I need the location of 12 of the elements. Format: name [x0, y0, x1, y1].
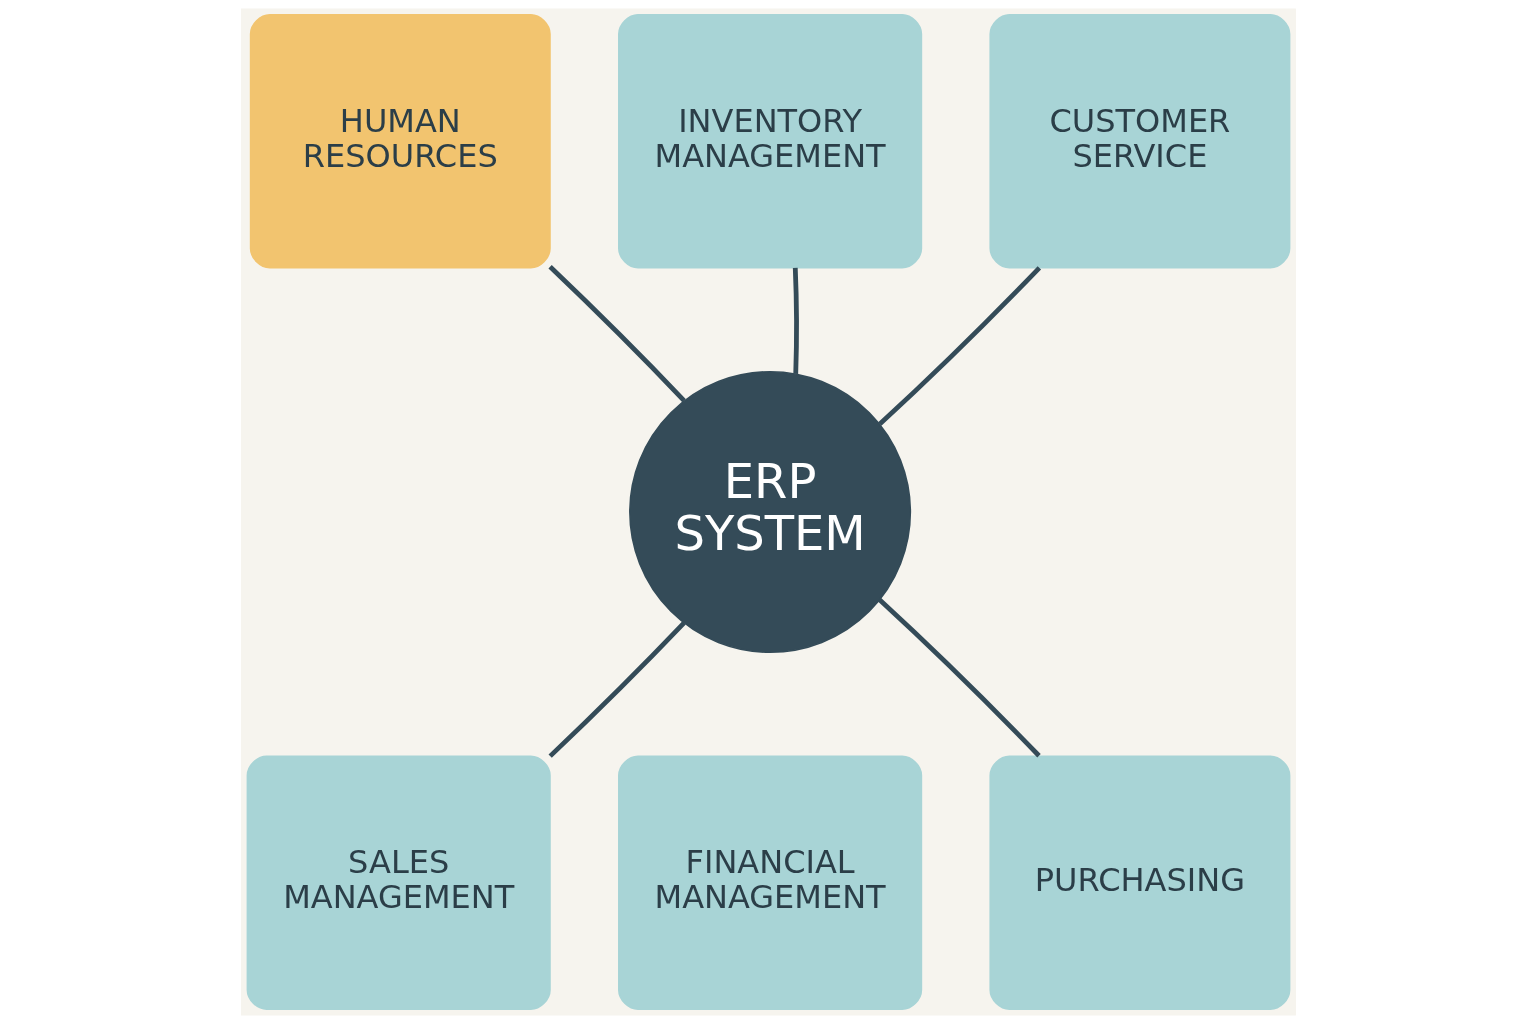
node-box: SALES MANAGEMENT [246, 755, 551, 1010]
connector [792, 267, 799, 374]
connector [877, 266, 1041, 426]
node-circle: ERP SYSTEM [628, 370, 911, 654]
connector [547, 265, 686, 403]
node-box: PURCHASING [988, 755, 1290, 1010]
connector [548, 621, 686, 758]
node-box: FINANCIAL MANAGEMENT [617, 755, 922, 1010]
node-box: HUMAN RESOURCES [249, 14, 551, 269]
node-box: INVENTORY MANAGEMENT [617, 14, 922, 269]
connector [877, 598, 1041, 758]
node-box: CUSTOMER SERVICE [988, 14, 1290, 269]
